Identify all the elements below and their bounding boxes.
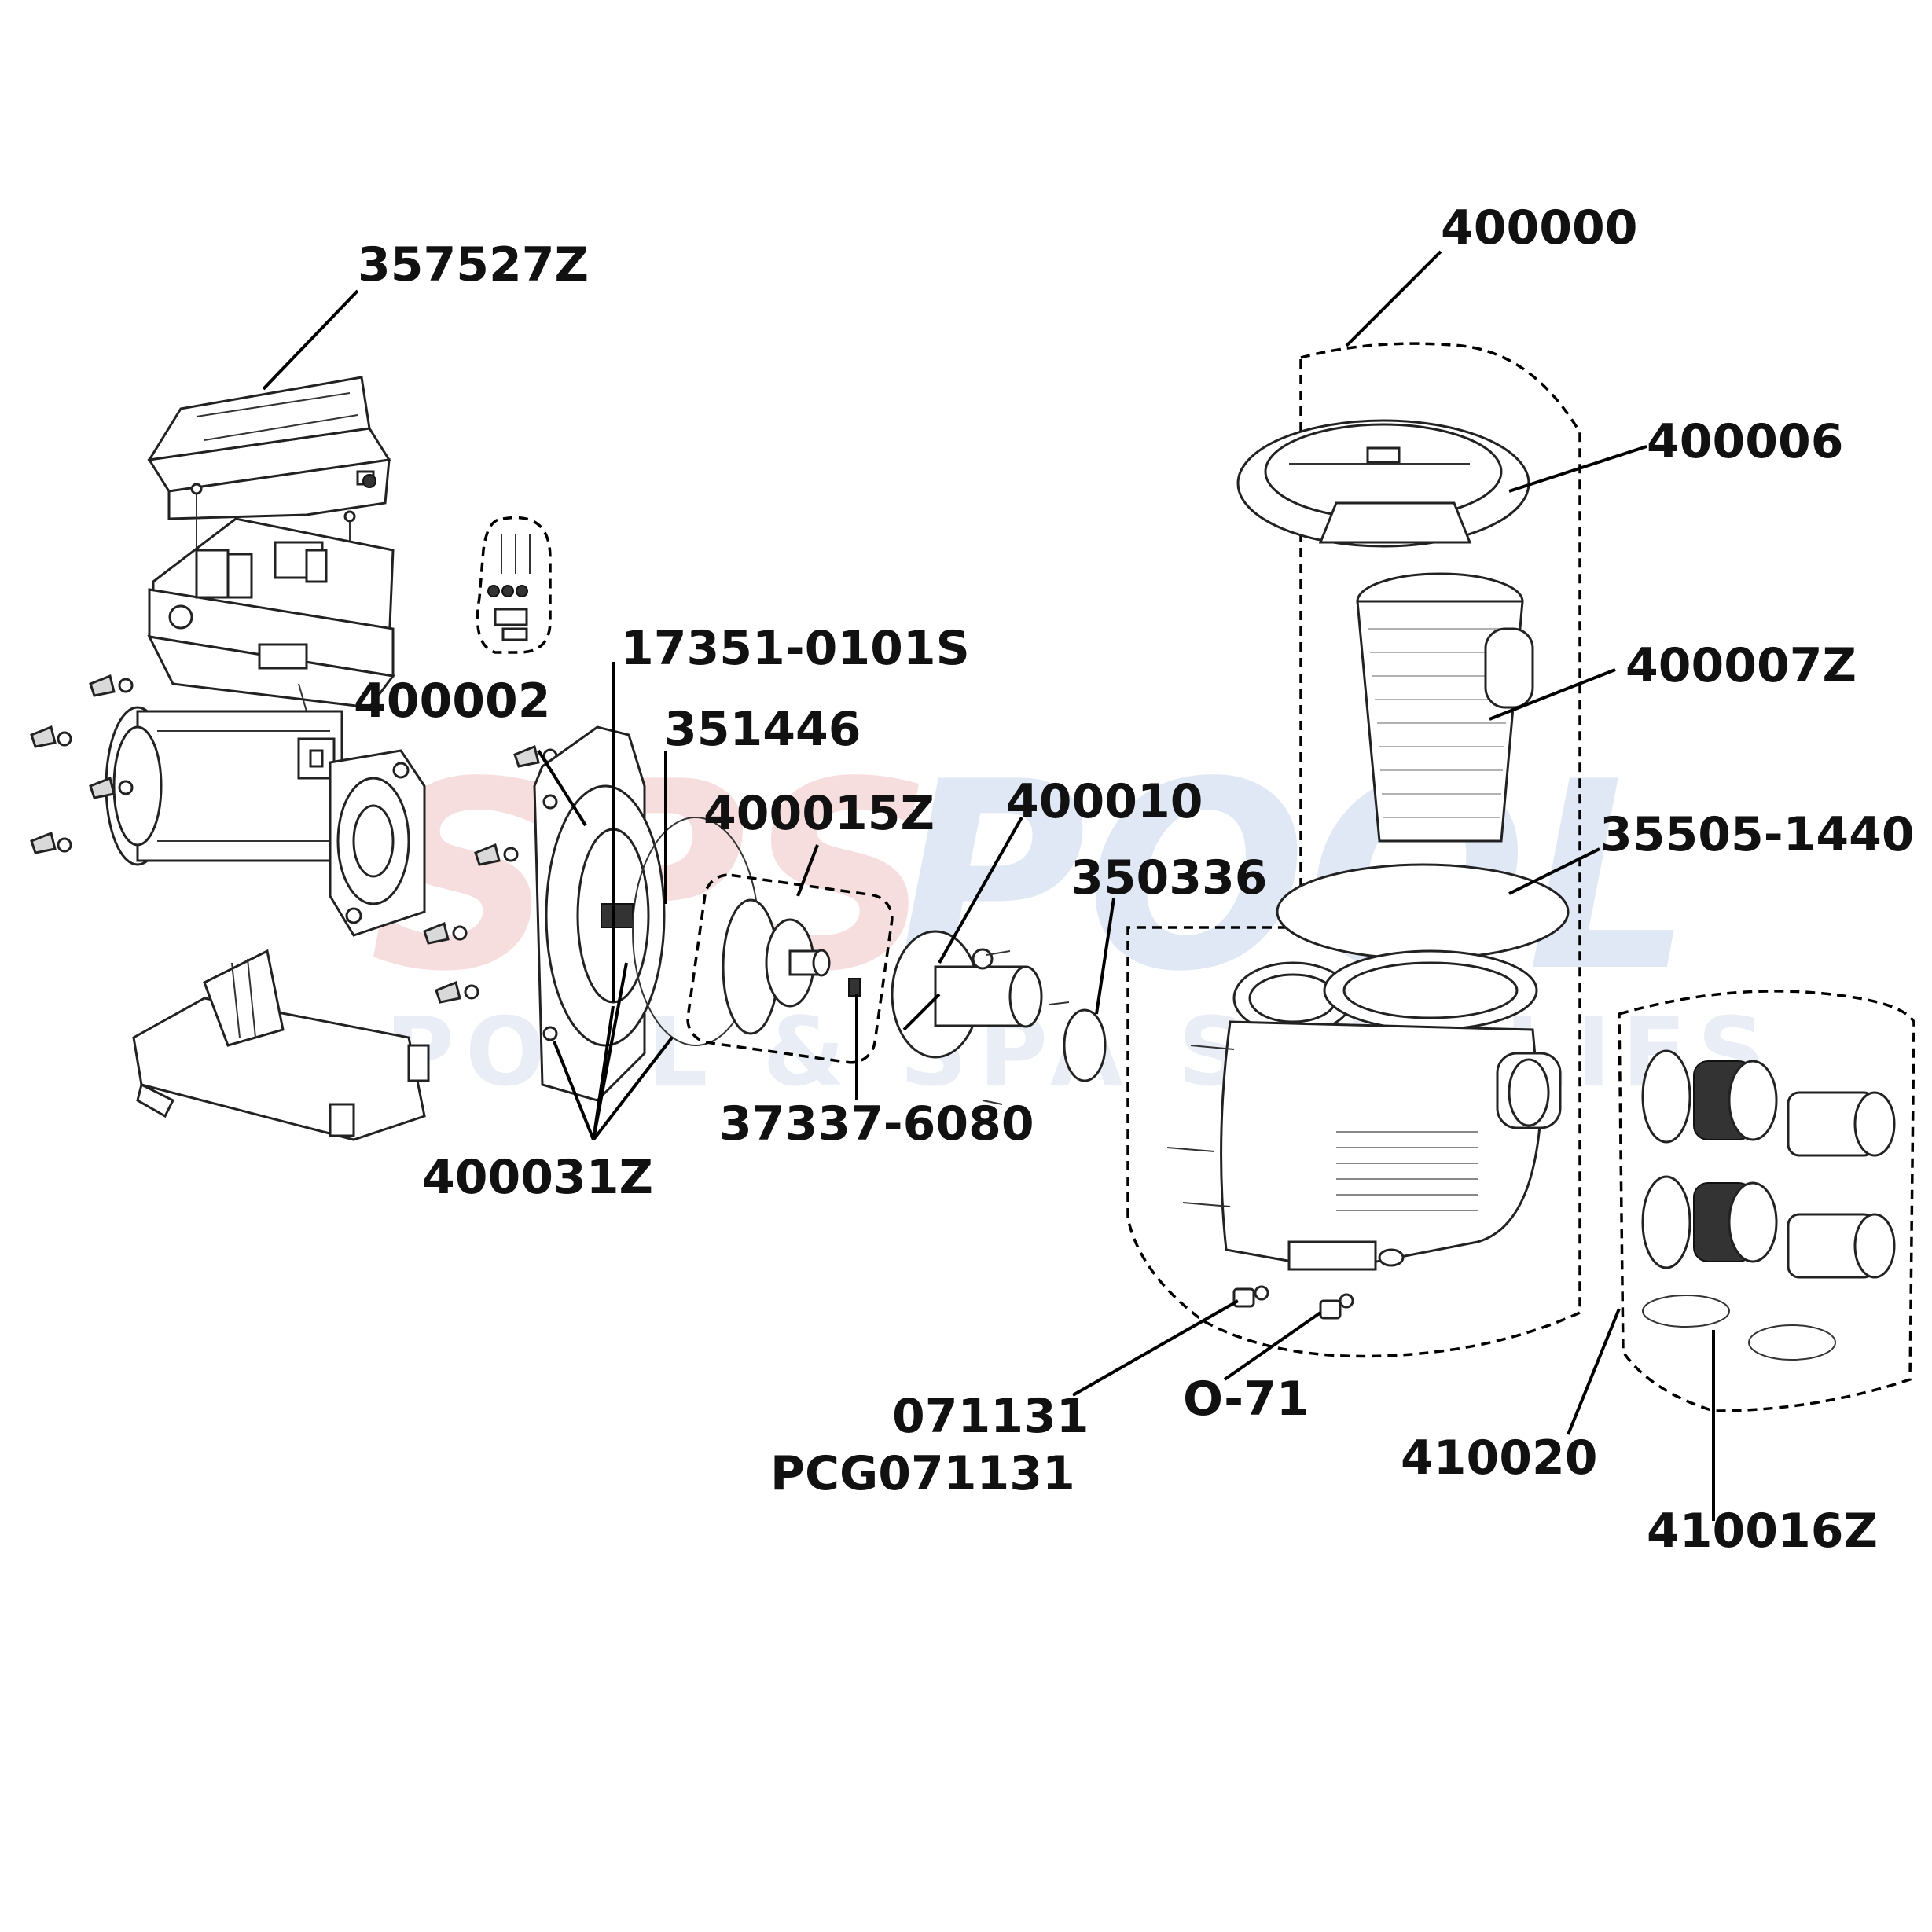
label-410016Z: 410016Z [1647,1504,1878,1559]
label-O-71: O-71 [1183,1372,1309,1427]
union-kit-outline [1618,990,1915,1412]
motor-base [132,949,430,1141]
hardware-kit [476,516,552,654]
leader-lines [262,250,1715,1521]
label-351446: 351446 [664,702,861,757]
control-box-lid [147,376,391,520]
label-410020: 410020 [1401,1431,1598,1486]
drain-plugs [1232,1285,1354,1320]
motor [105,706,426,937]
control-box-base [147,517,395,712]
label-PCG071131: PCG071131 [770,1446,1075,1501]
label-350336: 350336 [1071,850,1268,905]
label-400002: 400002 [354,674,551,729]
label-400015Z: 400015Z [703,786,935,841]
housing-studs [1166,1045,1235,1207]
strainer-basket [1356,572,1534,843]
union-kit [1641,1049,1896,1361]
label-17351-0101S: 17351-0101S [621,621,970,676]
pump-housing-group-outline [1126,342,1581,1358]
label-400007Z: 400007Z [1625,638,1857,693]
strainer-lid [1236,419,1530,548]
seal-plate [533,725,666,1102]
label-400006: 400006 [1647,414,1844,469]
part-labels: 357527Z 400000 400006 400007Z 17351-0101… [354,200,1915,1559]
pump-housing [1220,949,1562,1271]
diffuser-o-ring [1063,1008,1107,1082]
label-400000: 400000 [1441,200,1638,255]
label-35505-1440: 35505-1440 [1600,807,1915,862]
lid-screws [190,474,376,566]
label-37337-6080: 37337-6080 [719,1096,1034,1151]
motor-bolts-left [30,674,134,854]
label-071131: 071131 [892,1389,1089,1444]
lid-o-ring [1276,863,1570,960]
label-400031Z: 400031Z [422,1150,653,1205]
diffuser-pins [982,950,1070,1105]
label-400010: 400010 [1006,774,1203,829]
label-357527Z: 357527Z [358,237,589,292]
